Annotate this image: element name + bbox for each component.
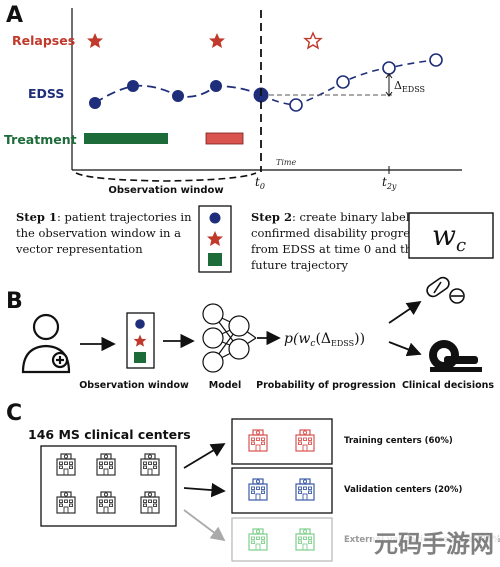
external-centers-box [231, 517, 333, 562]
arrow-to-training [183, 443, 226, 469]
step-1-line-3: vector representation [15, 242, 143, 256]
delta-edss-label: ΔEDSS [394, 79, 425, 94]
watermark: 元码手游网 [374, 530, 494, 558]
panel-b-label: B [6, 289, 23, 314]
panel-c-label: C [6, 401, 22, 426]
edss-future-point [336, 75, 350, 89]
neural-network-icon [202, 303, 257, 373]
edss-future-point [429, 53, 443, 67]
panel-a-label: A [6, 3, 23, 28]
centers-title: 146 MS clinical centers [28, 427, 191, 442]
b-vector-edss-dot [135, 319, 145, 329]
relapse-star-2 [209, 33, 225, 48]
vector-edss-dot [209, 212, 221, 224]
edss-row-label: EDSS [28, 86, 64, 101]
edss-point [172, 90, 184, 102]
b-vector-relapse-star [133, 334, 147, 347]
treatment-bar-1 [84, 133, 168, 144]
edss-future-point [289, 98, 303, 112]
edss-point [89, 97, 101, 109]
arrow-to-validation [183, 482, 226, 498]
t0-label: t0 [255, 175, 265, 191]
relapses-row-label: Relapses [12, 33, 75, 48]
training-centers-label: Training centers (60%) [344, 436, 453, 446]
edss-point [127, 80, 139, 92]
step-2-line-3: from EDSS at time 0 and the [251, 242, 419, 256]
watermark-backdrop [372, 526, 498, 560]
training-centers-box [231, 418, 333, 465]
arrow-to-mri [388, 341, 422, 357]
time-label: Time [276, 158, 296, 167]
treatment-row-label: Treatment [4, 132, 77, 147]
b-vector-treatment-square [134, 352, 146, 363]
edss-point [210, 80, 222, 92]
relapse-star-future [303, 31, 323, 50]
step-1-line-2: the observation window in a [16, 226, 181, 240]
step-2-line-2: confirmed disability progression [251, 226, 440, 240]
delta-bracket-arrows [385, 73, 393, 97]
clinical-decisions-label: Clinical decisions [402, 380, 494, 391]
wc-label: wc [432, 219, 466, 256]
validation-centers-box [231, 467, 333, 514]
patient-icon [21, 313, 71, 374]
model-label: Model [209, 380, 241, 391]
arrow-to-external [183, 509, 226, 542]
probability-formula: p(wc(ΔEDSS)) [284, 331, 365, 349]
arrow-to-medication [388, 300, 422, 324]
relapse-star-1 [87, 33, 103, 48]
t2y-label: t2y [382, 175, 397, 191]
edss-future-point [382, 61, 396, 75]
validation-centers-label: Validation centers (20%) [344, 485, 462, 495]
step-1-text: Step 1: patient trajectories in [16, 210, 192, 224]
treatment-bar-2 [205, 132, 244, 145]
probability-label: Probability of progression [256, 380, 396, 391]
vector-relapse-star [207, 231, 223, 246]
mri-scanner-icon [429, 340, 482, 372]
step-2-line-4: future trajectory [251, 258, 348, 272]
pills-icon [426, 276, 465, 304]
observation-window-label: Observation window [108, 185, 223, 196]
step-2-text: Step 2: create binary label of [251, 210, 425, 224]
wc-label-box [408, 212, 494, 259]
vector-treatment-square [208, 253, 222, 266]
b-observation-window-label: Observation window [79, 380, 189, 391]
observation-window-brace [75, 172, 257, 182]
